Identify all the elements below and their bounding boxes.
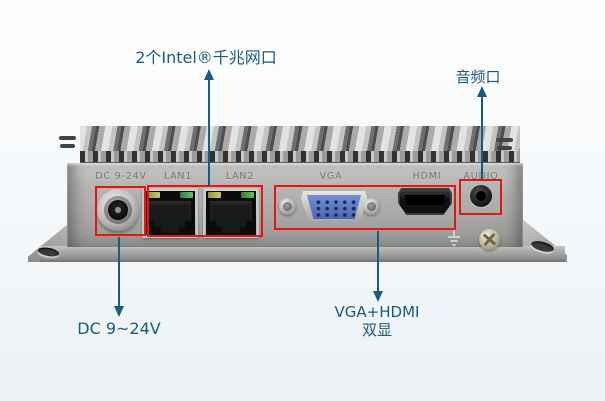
lan-led-right xyxy=(241,192,254,198)
heatsink-side-slot xyxy=(60,144,75,148)
highlight-box-lan xyxy=(147,185,263,237)
highlight-box-dc xyxy=(95,186,146,236)
audio-callout-label: 音频口 xyxy=(455,68,501,86)
hdmi-port xyxy=(398,188,452,215)
vga-screw-left xyxy=(279,198,296,215)
audio-jack-hole xyxy=(476,191,486,201)
arrow-up-icon xyxy=(477,86,487,97)
lan-led-left xyxy=(208,192,221,198)
arrow-line xyxy=(118,237,120,308)
hdmi-slot xyxy=(405,195,445,205)
vga-screw-right xyxy=(363,198,380,215)
highlight-box-audio xyxy=(459,179,502,215)
lan1-port xyxy=(142,188,198,238)
display-callout-label-line2: 双显 xyxy=(361,321,393,339)
heatsink-fin-pattern xyxy=(80,126,520,152)
arrow-down-icon xyxy=(114,306,124,317)
panel-label-lan1: LAN1 xyxy=(163,171,193,182)
panel-label-vga: VGA xyxy=(319,171,343,182)
heatsink-side-slot xyxy=(497,146,512,150)
highlight-box-vga-hdmi xyxy=(274,185,456,230)
display-callout-label-line1: VGA+HDMI xyxy=(334,303,420,321)
heatsink-teeth xyxy=(80,151,520,162)
panel-label-hdmi: HDMI xyxy=(412,171,442,182)
lan-led-right xyxy=(180,192,193,198)
arrow-line xyxy=(377,231,379,293)
arrow-down-icon xyxy=(373,291,383,302)
panel-label-lan2: LAN2 xyxy=(225,171,255,182)
heatsink-side-slot xyxy=(59,136,76,140)
arrow-up-icon xyxy=(204,69,214,80)
lan2-port xyxy=(203,188,259,238)
chassis-screw xyxy=(479,229,500,250)
mounting-plate xyxy=(40,246,565,262)
heatsink-side-slot xyxy=(496,138,513,142)
dc-jack-pin xyxy=(115,207,121,213)
heatsink-fins xyxy=(80,126,520,165)
panel-label-dc: DC 9-24V xyxy=(95,171,147,182)
ground-icon xyxy=(446,229,462,247)
panel-label-audio: AUDIO xyxy=(463,171,498,182)
arrow-line xyxy=(481,96,483,179)
vga-pin-holes xyxy=(312,198,356,217)
lan-led-left xyxy=(147,192,160,198)
lan-callout-label: 2个Intel®千兆网口 xyxy=(135,48,277,67)
dc-callout-label: DC 9~24V xyxy=(77,319,161,338)
arrow-line xyxy=(208,79,210,186)
